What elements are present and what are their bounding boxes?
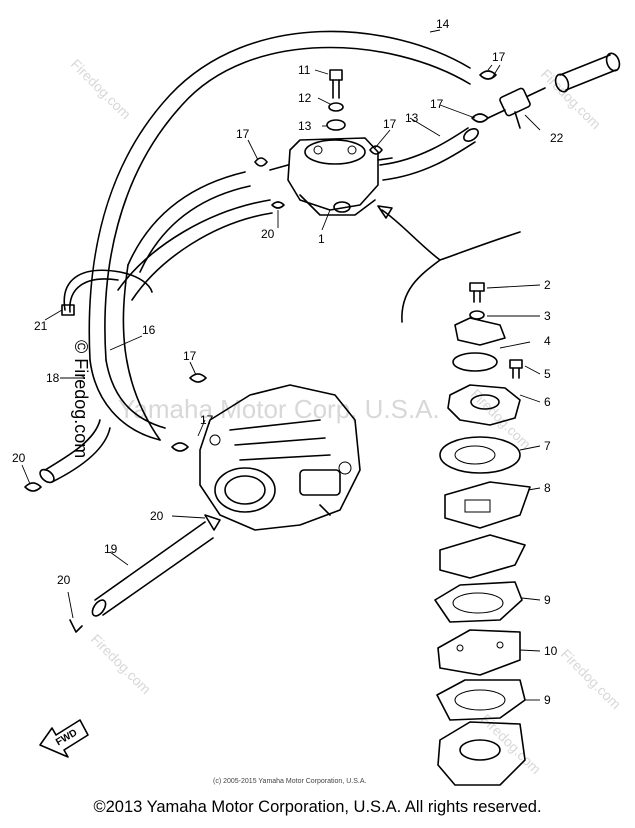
fuel-pump-1 [269, 137, 393, 216]
diaphragm-10 [437, 629, 521, 676]
callout-9-bottom: 9 [544, 693, 551, 707]
clamp-20-bottom [69, 619, 83, 633]
callout-17-f: 17 [200, 413, 214, 427]
clamp-17-top [479, 64, 497, 80]
diaphragm-7 [439, 436, 521, 474]
clamp-17-carb-2 [171, 442, 189, 452]
callout-14: 13 [405, 111, 419, 125]
callout-1: 1 [318, 232, 325, 246]
washer-12 [328, 102, 344, 112]
watermark-firedog-6: Firedog.com [478, 711, 544, 777]
leader-lines [21, 29, 541, 701]
callout-2: 2 [544, 278, 551, 292]
carburetor [199, 384, 361, 531]
callout-16: 16 [142, 323, 156, 337]
callout-21: 21 [34, 319, 48, 333]
gasket-9-top [434, 581, 523, 623]
callout-8: 8 [544, 481, 551, 495]
small-credit: (c) 2005-2015 Yamaha Motor Corporation, … [213, 778, 367, 785]
watermark-firedog-2: Firedog.com [538, 66, 604, 132]
o-ring-4 [452, 352, 498, 372]
body-6 [447, 384, 521, 426]
hose-top-right [554, 52, 621, 93]
fwd-arrow: FWD [39, 719, 89, 758]
clamp-17-carb [189, 373, 207, 383]
hose-15 [88, 30, 471, 361]
cap-4 [454, 317, 506, 346]
callout-11: 11 [298, 63, 311, 77]
callout-17-b: 17 [430, 97, 444, 111]
clamp-17-14 [471, 113, 489, 123]
callout-17-top: 17 [492, 50, 506, 64]
callout-20-top: 20 [261, 227, 275, 241]
watermark-firedog-vertical: © Firedog.com [71, 340, 91, 458]
callout-10: 10 [544, 644, 558, 658]
gasket-9-bottom [436, 679, 526, 721]
copyright-footer: ©2013 Yamaha Motor Corporation, U.S.A. A… [93, 798, 542, 816]
screw-2 [469, 282, 485, 303]
callout-18: 18 [46, 371, 60, 385]
hose-19 [91, 514, 221, 617]
washer-13 [326, 119, 346, 131]
callout-17-d: 17 [383, 117, 397, 131]
clamp-17-right [369, 145, 383, 155]
callout-7: 7 [544, 439, 551, 453]
callout-20-bottom: 20 [57, 573, 71, 587]
plate-8 [444, 481, 531, 529]
watermark-firedog-4: Firedog.com [88, 631, 154, 697]
callout-13: 13 [298, 119, 312, 133]
hose-18 [39, 419, 111, 484]
callout-20-mid: 20 [150, 509, 164, 523]
callout-5: 5 [544, 367, 551, 381]
hose-16 [89, 264, 166, 441]
callout-12: 12 [298, 91, 312, 105]
callout-17-c: 17 [236, 127, 250, 141]
callout-20-left: 20 [12, 451, 26, 465]
callout-15: 14 [436, 17, 450, 31]
callout-3: 3 [544, 309, 551, 323]
watermark-firedog-5: Firedog.com [558, 646, 624, 712]
callout-6: 6 [544, 395, 551, 409]
callout-9-top: 9 [544, 593, 551, 607]
callout-19: 19 [104, 542, 118, 556]
callout-17-e: 17 [183, 349, 197, 363]
fwd-label: FWD [54, 727, 79, 748]
hose-pump-left [117, 171, 273, 301]
screw-5 [509, 359, 523, 379]
watermark-firedog-1: Firedog.com [68, 56, 134, 122]
tee-fitting-22 [487, 87, 546, 129]
hose-14 [379, 127, 479, 181]
callout-4: 4 [544, 334, 551, 348]
clamp-17-left [254, 157, 268, 167]
diaphragm-mid [439, 534, 526, 579]
exploded-view-arrow [377, 205, 521, 323]
callouts: 14 17 11 12 13 17 13 17 17 22 20 1 2 3 4… [12, 17, 564, 707]
pump-base [437, 721, 526, 786]
callout-22: 22 [550, 131, 564, 145]
watermark-yamaha: Yamaha Motor Corp, U.S.A. [118, 394, 440, 424]
bolt-11 [329, 69, 343, 99]
clamp-20-top [271, 201, 285, 209]
clamp-20-left [24, 482, 42, 492]
